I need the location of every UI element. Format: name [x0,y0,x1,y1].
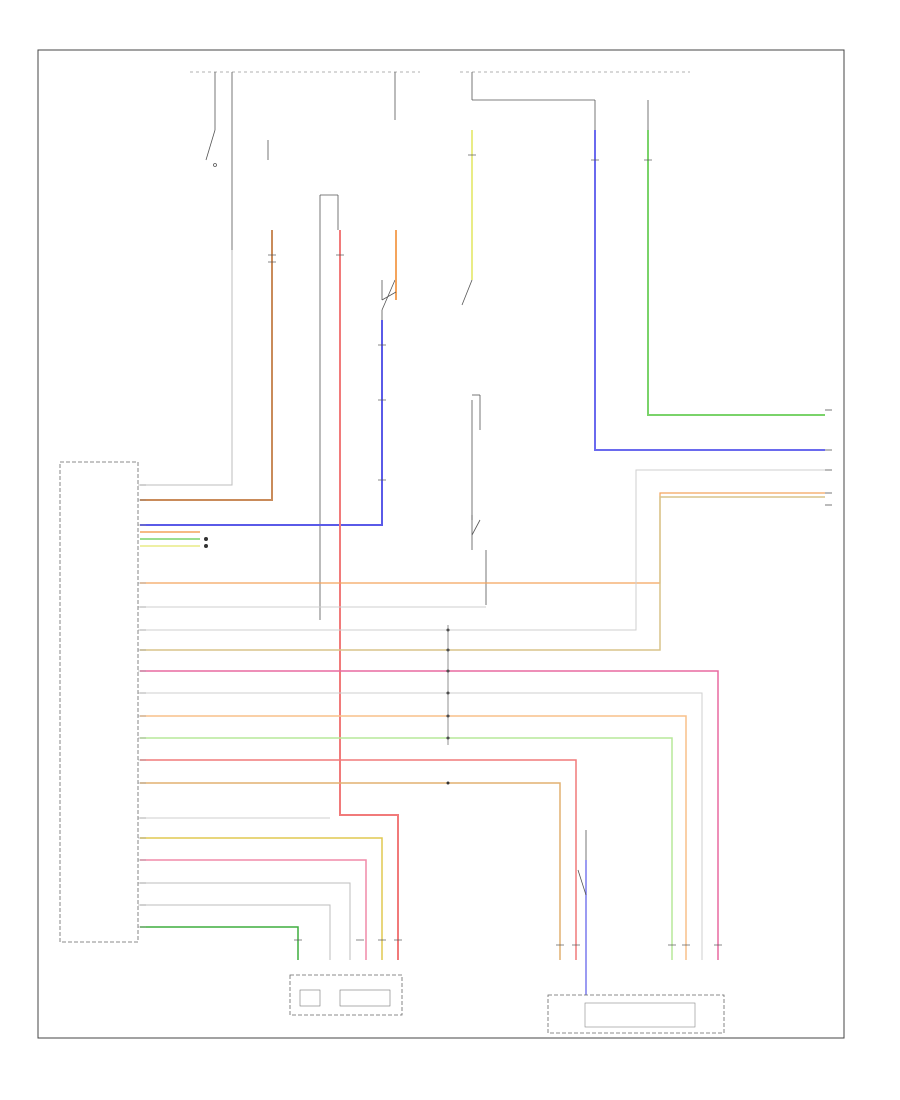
accelerator-pedal-sensor-box [547,994,725,1034]
ignition-switch-symbol [205,72,269,470]
wire-pink-1 [140,670,719,960]
wire-red-2 [140,759,577,960]
wire-pink-2 [140,859,367,960]
sensor-symbol [577,830,587,896]
wire-brown-1 [140,230,273,501]
wire-orange-2 [140,492,825,584]
relay-symbol [461,72,649,605]
ecm-pin-ticks [138,484,146,928]
wire-gray-3 [140,469,825,631]
splice-points [204,537,450,785]
wire-red-1 [339,230,399,960]
wire-orange-3 [140,715,687,960]
pressure-switch-symbol [471,400,481,536]
brake-switch-symbol [381,280,397,301]
throttle-sensor-symbol [339,989,391,1007]
wire-gray-6 [140,882,351,960]
right-terminals [825,409,832,506]
wire-gray-7 [140,904,331,960]
wire-gray-4 [140,692,703,960]
wire-lightgreen-1 [140,737,673,960]
wire-tan-1 [140,496,825,651]
wires [140,130,825,995]
throttle-motor-symbol [299,989,321,1007]
wire-green-1 [647,130,825,416]
connector-ticks [268,154,722,946]
throttle-position-sensor-box [289,974,403,1016]
fuse-block-symbol [319,72,396,620]
app-sensor-inner [584,1002,696,1028]
wire-darkgreen-1 [140,926,299,960]
wire-blue-1 [140,320,383,526]
engine-control-module-box [59,461,139,943]
wire-gray-1 [140,250,233,486]
wire-tan-2 [140,782,561,960]
wire-blue-2 [594,130,825,451]
wire-yellow-2 [140,837,383,960]
diagram-frame [37,49,845,1039]
